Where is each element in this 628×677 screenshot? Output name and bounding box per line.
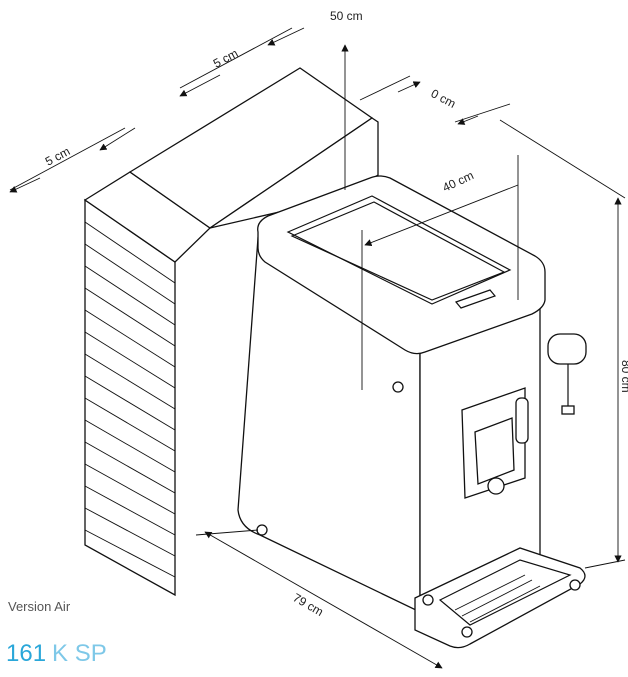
model-suffix: K SP [52, 640, 107, 667]
label-top-clearance: 50 cm [330, 9, 363, 23]
label-side-wall-gap: 5 cm [43, 144, 73, 169]
label-width: 79 cm [291, 590, 326, 618]
model-number: 161 [6, 640, 47, 667]
brick-wall [83, 67, 379, 597]
ice-cream-machine [237, 175, 587, 649]
dimension-lines [9, 27, 626, 669]
label-height: 80 cm [619, 360, 628, 393]
label-right-clearance: 0 cm [429, 86, 459, 111]
label-depth: 40 cm [440, 168, 476, 195]
label-back-wall-gap: 5 cm [211, 46, 241, 71]
version-label: Version Air [8, 599, 71, 614]
